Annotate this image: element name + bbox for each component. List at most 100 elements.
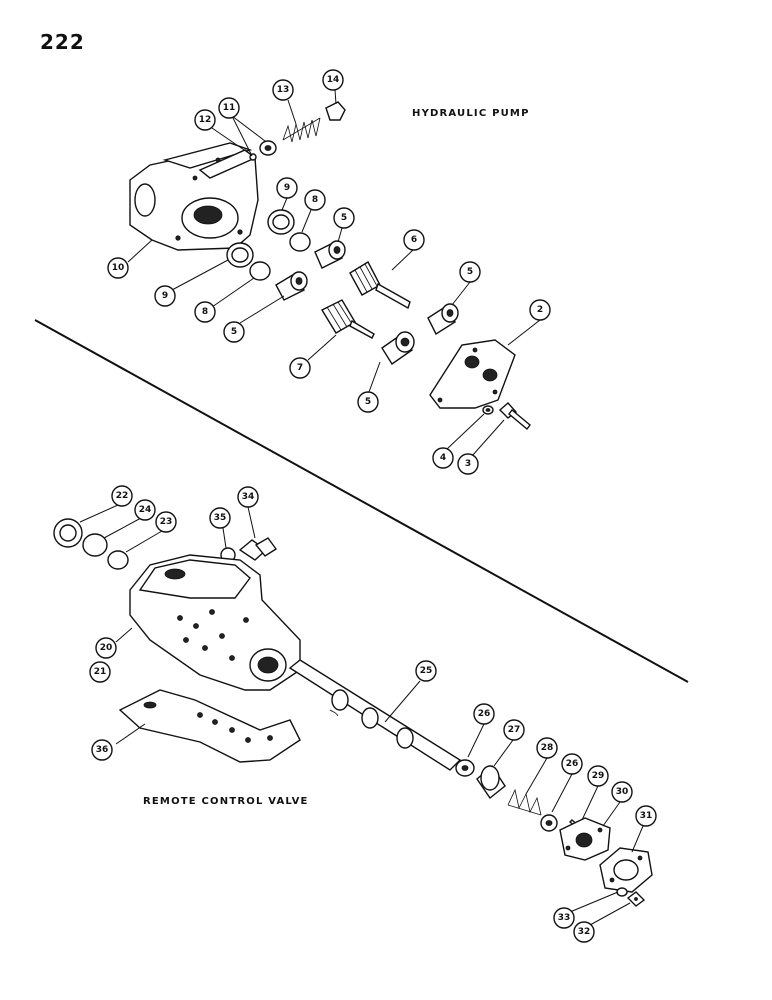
part-oring-upper (289, 232, 311, 252)
callout-12: 12 (194, 109, 216, 131)
svg-text:35: 35 (214, 513, 227, 523)
callout-10: 10 (107, 257, 129, 279)
section-title-hydraulic-pump: HYDRAULIC PUMP (412, 108, 530, 119)
part-valve-spool (288, 659, 462, 771)
section-title-remote-control-valve: REMOTE CONTROL VALVE (143, 796, 309, 807)
callout-24: 24 (134, 499, 156, 521)
callout-27: 27 (503, 719, 525, 741)
svg-text:30: 30 (616, 787, 629, 797)
svg-text:7: 7 (297, 363, 303, 373)
svg-text:12: 12 (199, 115, 212, 125)
callout-25: 25 (415, 660, 437, 682)
callout-26-left: 26 (473, 703, 495, 725)
callout-23: 23 (155, 511, 177, 533)
part-driven-gear (321, 299, 375, 339)
svg-text:24: 24 (139, 505, 152, 515)
part-seal-lower (226, 242, 254, 268)
svg-text:5: 5 (365, 397, 371, 407)
callout-5-upper: 5 (333, 207, 355, 229)
svg-text:20: 20 (100, 643, 113, 653)
page-number: 222 (40, 30, 85, 54)
part-relief-spring (282, 117, 321, 143)
svg-text:23: 23 (160, 517, 173, 527)
callout-2: 2 (529, 299, 551, 321)
part-spool-washer-2 (540, 814, 558, 832)
svg-text:14: 14 (327, 75, 340, 85)
part-valve-washer (82, 533, 108, 557)
part-bushing-3 (427, 303, 459, 336)
svg-text:8: 8 (202, 307, 208, 317)
part-valve-seal (53, 518, 83, 548)
svg-text:9: 9 (162, 291, 168, 301)
part-seal-upper (267, 209, 295, 235)
svg-text:33: 33 (558, 913, 571, 923)
part-valve-oring (107, 550, 129, 570)
callout-31: 31 (635, 805, 657, 827)
svg-text:27: 27 (508, 725, 521, 735)
part-end-cap (599, 847, 653, 893)
callout-4: 4 (432, 447, 454, 469)
callout-6: 6 (403, 229, 425, 251)
callout-33: 33 (553, 907, 575, 929)
part-cap (325, 101, 346, 121)
callout-34: 34 (237, 486, 259, 508)
part-oring-lower (249, 261, 271, 281)
svg-text:2: 2 (537, 305, 543, 315)
callout-11: 11 (218, 97, 240, 119)
callout-9-upper: 9 (276, 177, 298, 199)
callout-8-lower: 8 (194, 301, 216, 323)
part-bushing-4 (381, 331, 415, 365)
svg-text:13: 13 (277, 85, 290, 95)
svg-text:5: 5 (467, 267, 473, 277)
svg-text:34: 34 (242, 492, 255, 502)
callout-3: 3 (457, 453, 479, 475)
svg-text:3: 3 (465, 459, 471, 469)
part-bushing-2 (275, 271, 308, 301)
callout-30: 30 (611, 781, 633, 803)
callout-28: 28 (536, 737, 558, 759)
callout-32: 32 (573, 921, 595, 943)
part-valve-gasket (118, 689, 301, 763)
callout-7: 7 (289, 357, 311, 379)
svg-text:11: 11 (223, 103, 236, 113)
part-bushing-1 (314, 240, 346, 269)
part-lock-washer (482, 405, 494, 415)
callout-29: 29 (587, 765, 609, 787)
svg-text:10: 10 (112, 263, 125, 273)
callout-5-bottom: 5 (357, 391, 379, 413)
part-spool-spring (507, 788, 542, 816)
callout-21: 21 (89, 661, 111, 683)
callout-20: 20 (95, 637, 117, 659)
part-cap-screw (498, 402, 531, 431)
callout-5-right: 5 (459, 261, 481, 283)
part-spool-washer-1 (455, 759, 475, 777)
svg-text:21: 21 (94, 667, 107, 677)
callout-22: 22 (111, 485, 133, 507)
part-end-plate (559, 817, 611, 861)
part-fitting (238, 537, 278, 561)
callout-8-upper: 8 (304, 189, 326, 211)
part-cap-washer (616, 887, 628, 897)
callout-5-left: 5 (223, 321, 245, 343)
svg-text:5: 5 (231, 327, 237, 337)
svg-text:9: 9 (284, 183, 290, 193)
svg-text:22: 22 (116, 491, 129, 501)
svg-text:26: 26 (566, 759, 579, 769)
svg-text:6: 6 (411, 235, 417, 245)
svg-text:31: 31 (640, 811, 653, 821)
svg-text:8: 8 (312, 195, 318, 205)
svg-text:36: 36 (96, 745, 109, 755)
callout-26-right: 26 (561, 753, 583, 775)
svg-text:32: 32 (578, 927, 591, 937)
part-spool-sleeve (476, 764, 506, 800)
svg-text:26: 26 (478, 709, 491, 719)
svg-text:5: 5 (341, 213, 347, 223)
part-valve-body (129, 554, 301, 691)
callout-35: 35 (209, 507, 231, 529)
callout-9-lower: 9 (154, 285, 176, 307)
svg-text:29: 29 (592, 771, 605, 781)
svg-text:4: 4 (440, 453, 446, 463)
part-end-cap-screw (626, 891, 646, 907)
